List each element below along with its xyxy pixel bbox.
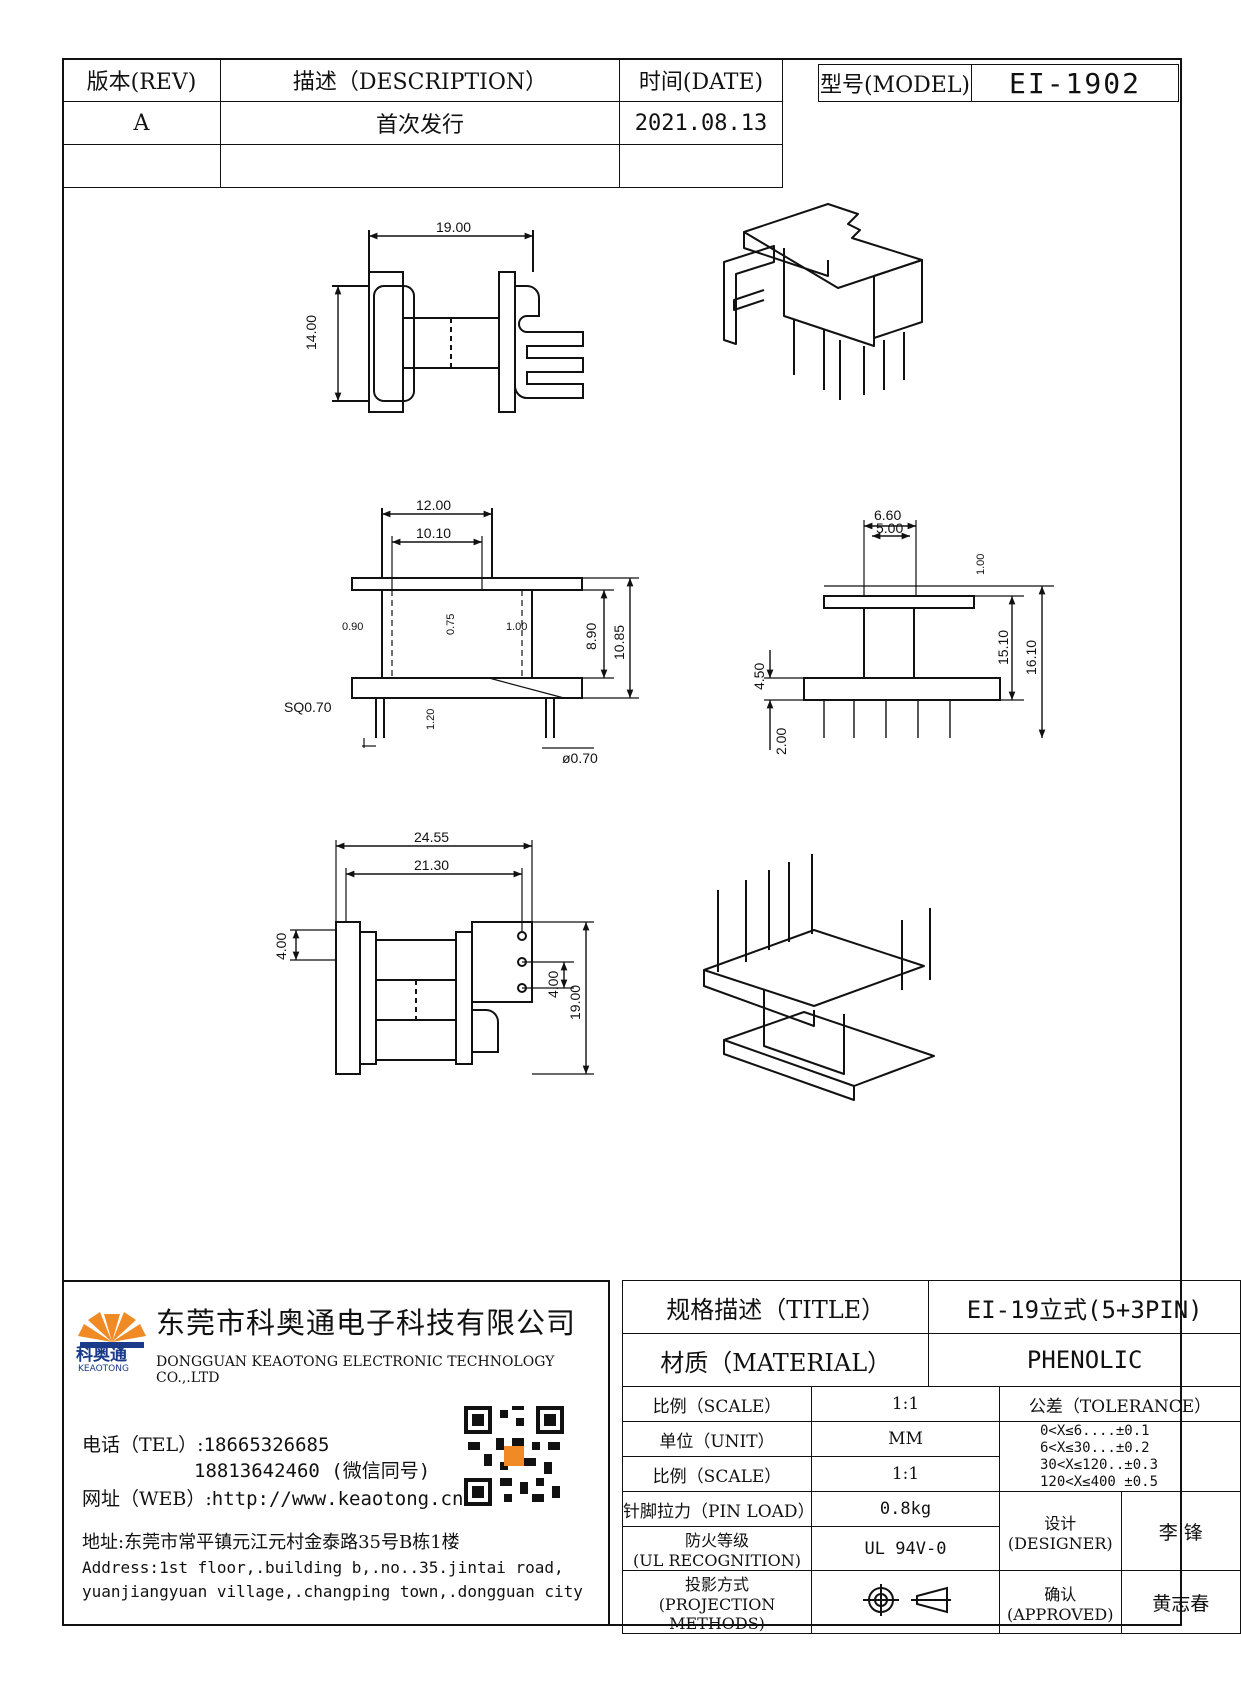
date-cell: 2021.08.13	[619, 101, 783, 145]
dim-N: 4.50	[751, 663, 767, 690]
model-value: EI-1902	[971, 64, 1179, 102]
pinload-value: 0.8kg	[811, 1491, 1000, 1527]
scale2-label: 比例（SCALE）	[622, 1456, 812, 1492]
title-label: 规格描述（TITLE）	[621, 1280, 930, 1334]
tel-line: 电话（TEL）:18665326685	[82, 1430, 329, 1457]
ul-label-en: (UL RECOGNITION)	[633, 1551, 801, 1570]
ul-label: 防火等级 (UL RECOGNITION)	[622, 1526, 812, 1571]
dim-D: 10.10	[416, 525, 451, 541]
web-url[interactable]: http://www.keaotong.cn	[211, 1488, 464, 1510]
dim-J: 21.30	[414, 857, 449, 873]
company-block: 科奥通 KEAOTONG 东莞市科奥通电子科技有限公司 DONGGUAN KEA…	[62, 1280, 610, 1626]
ul-label-cn: 防火等级	[684, 1531, 749, 1550]
web-label: 网址（WEB）:	[82, 1488, 212, 1510]
unit-value: MM	[811, 1421, 1000, 1457]
rev-cell	[62, 144, 221, 188]
date-cell	[619, 144, 783, 188]
qr-code-icon	[464, 1406, 564, 1506]
bottom-view	[290, 840, 594, 1075]
isometric-view-top	[723, 203, 923, 400]
company-logo-icon	[78, 1312, 146, 1348]
dim-P: 6.60	[874, 507, 901, 523]
tolerance-label: 公差（TOLERANCE）	[999, 1386, 1241, 1422]
material-value: PHENOLIC	[928, 1333, 1241, 1387]
front-view	[351, 508, 639, 749]
logo-text-en: KEAOTONG	[78, 1364, 129, 1374]
logo-text-cn: 科奥通	[76, 1345, 127, 1365]
model-box: 型号(MODEL) EI-1902	[818, 64, 1179, 102]
dim-Q: 5.00	[876, 520, 903, 536]
date-header: 时间(DATE)	[619, 58, 783, 102]
ul-value: UL 94V-0	[811, 1526, 1000, 1571]
scale-label: 比例（SCALE）	[622, 1386, 812, 1422]
designer-label-en: (DESIGNER)	[1007, 1533, 1113, 1553]
dim-E: SQ0.70	[284, 699, 332, 715]
dim-gap-right: 1.00	[506, 621, 527, 633]
dim-flange-top: 1.00	[975, 554, 987, 575]
tolerance-list: 0<X≤6....±0.1 6<X≤30...±0.2 30<X≤120..±0…	[999, 1421, 1241, 1492]
dim-F: 8.90	[583, 623, 599, 650]
scale2-value: 1:1	[811, 1456, 1000, 1492]
dim-K: 4.00	[273, 933, 289, 960]
dim-gap-mid: 0.75	[445, 614, 457, 635]
title-block: 规格描述（TITLE） EI-19立式(5+3PIN) 材质（MATERIAL）…	[621, 1280, 1241, 1634]
dim-B: 14.00	[303, 315, 319, 350]
projection-symbol	[811, 1570, 1000, 1634]
scale-value: 1:1	[811, 1386, 1000, 1422]
revision-table: 版本(REV) 描述（DESCRIPTION） 时间(DATE) A 首次发行 …	[62, 58, 783, 188]
designer-label-cn: 设计	[1044, 1513, 1077, 1533]
dim-A: 19.00	[436, 219, 471, 235]
projection-label: 投影方式 (PROJECTION METHODS)	[622, 1570, 812, 1634]
dim-S: 16.10	[1023, 640, 1039, 675]
address-cn: 地址:东莞市常平镇元江元村金泰路35号B栋1楼	[82, 1532, 460, 1553]
approved-label-en: (APPROVED)	[1006, 1604, 1114, 1624]
dim-R: 15.10	[995, 630, 1011, 665]
tolerance-row: 0<X≤6....±0.1	[1040, 1422, 1150, 1439]
address-en-line1: Address:1st floor,.building b,.no..35.ji…	[82, 1558, 564, 1577]
pinload-label: 针脚拉力（PIN LOAD）	[622, 1491, 815, 1527]
technical-drawings: 19.00 14.00 12.00 10.10 8.90 10.85 SQ0.7…	[273, 203, 1054, 1101]
dim-C: 12.00	[416, 497, 451, 513]
dim-I: 24.55	[414, 829, 449, 845]
projection-label-en: (PROJECTION METHODS)	[658, 1595, 776, 1633]
dim-G: 10.85	[611, 625, 627, 660]
model-label: 型号(MODEL)	[818, 64, 972, 102]
tolerance-row: 120<X≤400 ±0.5	[1040, 1473, 1159, 1490]
approved-label: 确认 (APPROVED)	[999, 1570, 1122, 1634]
web-line: 网址（WEB）:http://www.keaotong.cn	[82, 1484, 463, 1511]
tolerance-row: 30<X≤120..±0.3	[1040, 1456, 1159, 1473]
tolerance-row: 6<X≤30...±0.2	[1040, 1439, 1150, 1456]
approved-value: 黄志春	[1120, 1570, 1241, 1634]
description-cell: 首次发行	[220, 101, 620, 145]
description-header: 描述（DESCRIPTION）	[220, 58, 620, 102]
tel-primary: 18665326685	[203, 1434, 330, 1456]
dim-H: ø0.70	[562, 750, 598, 766]
projection-label-cn: 投影方式	[684, 1575, 749, 1594]
title-value: EI-19立式(5+3PIN)	[928, 1280, 1241, 1334]
material-label: 材质（MATERIAL）	[621, 1333, 930, 1387]
designer-label: 设计 (DESIGNER)	[999, 1491, 1122, 1571]
dim-L: 4.00	[545, 971, 561, 998]
isometric-view-bottom	[703, 854, 935, 1101]
approved-label-cn: 确认	[1044, 1584, 1077, 1604]
company-name-en: DONGGUAN KEAOTONG ELECTRONIC TECHNOLOGY …	[156, 1354, 555, 1386]
dim-base-rib: 1.20	[425, 709, 437, 730]
top-view	[332, 230, 584, 413]
description-cell	[220, 144, 620, 188]
tel-label: 电话（TEL）:	[82, 1434, 204, 1456]
address-en-line2: yuanjiangyuan village,.changping town,.d…	[82, 1582, 583, 1601]
first-angle-projection-icon	[862, 1583, 951, 1616]
dim-M: 19.00	[567, 985, 583, 1020]
company-name-cn: 东莞市科奥通电子科技有限公司	[156, 1306, 577, 1340]
rev-header: 版本(REV)	[62, 58, 221, 102]
tel-secondary: 18813642460 (微信同号)	[194, 1460, 431, 1482]
rev-cell: A	[62, 101, 221, 145]
dim-gap-left: 0.90	[342, 621, 363, 633]
side-view	[764, 520, 1054, 750]
designer-value: 李 锋	[1120, 1491, 1241, 1571]
dim-O: 2.00	[773, 728, 789, 755]
unit-label: 单位（UNIT）	[622, 1421, 812, 1457]
